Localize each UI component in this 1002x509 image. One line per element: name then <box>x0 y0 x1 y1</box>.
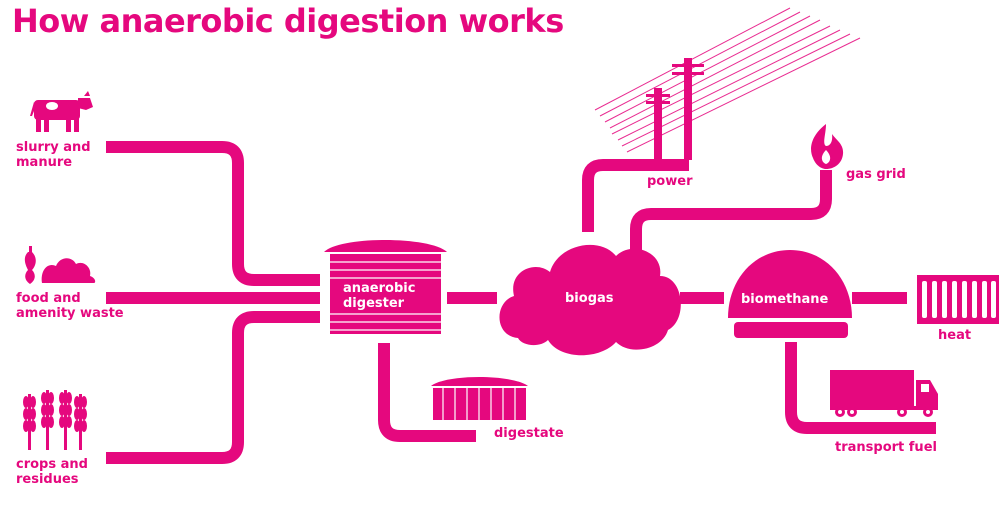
label-anaerobic-digester: anaerobic digester <box>343 281 415 311</box>
pipes <box>106 141 936 464</box>
label-food-line1: food and <box>16 291 81 306</box>
label-food-and-amenity-waste: food and amenity waste <box>16 291 124 321</box>
pipe-biogas-gasgrid <box>630 170 832 250</box>
biomethane-dome <box>728 250 852 338</box>
label-heat: heat <box>938 328 972 343</box>
label-crops-and-residues: crops and residues <box>16 457 88 487</box>
biogas-cloud <box>499 244 681 356</box>
label-crops-line1: crops and <box>16 457 88 472</box>
label-transport-fuel: transport fuel <box>835 440 937 455</box>
pipe-crops <box>106 311 320 464</box>
food-waste-icon <box>24 246 96 284</box>
label-crops-line2: residues <box>16 472 79 487</box>
label-slurry-and-manure: slurry and manure <box>16 140 91 170</box>
label-slurry-line1: slurry and <box>16 140 91 155</box>
power-lines-icon <box>594 7 861 160</box>
label-food-line2: amenity waste <box>16 306 124 321</box>
label-digester-line2: digester <box>343 296 405 311</box>
label-gas-grid: gas grid <box>846 167 906 182</box>
pipe-slurry <box>106 141 320 286</box>
pipe-biogas-power <box>582 159 689 232</box>
label-slurry-line2: manure <box>16 155 73 170</box>
label-power: power <box>647 174 693 189</box>
page-title: How anaerobic digestion works <box>12 2 564 40</box>
radiator-icon <box>917 275 999 324</box>
label-biomethane: biomethane <box>741 292 829 307</box>
pipe-biomethane-transport <box>785 342 936 434</box>
label-digestate: digestate <box>494 426 564 441</box>
label-digester-line1: anaerobic <box>343 281 416 296</box>
truck-icon <box>830 370 938 417</box>
anaerobic-digester-tank <box>324 240 447 334</box>
pipe-digester-digestate <box>378 343 476 442</box>
wheat-icon <box>23 390 87 450</box>
storage-tank-icon <box>431 377 528 420</box>
label-biogas: biogas <box>565 291 614 306</box>
cow-icon <box>30 91 93 132</box>
flame-icon <box>811 124 844 169</box>
